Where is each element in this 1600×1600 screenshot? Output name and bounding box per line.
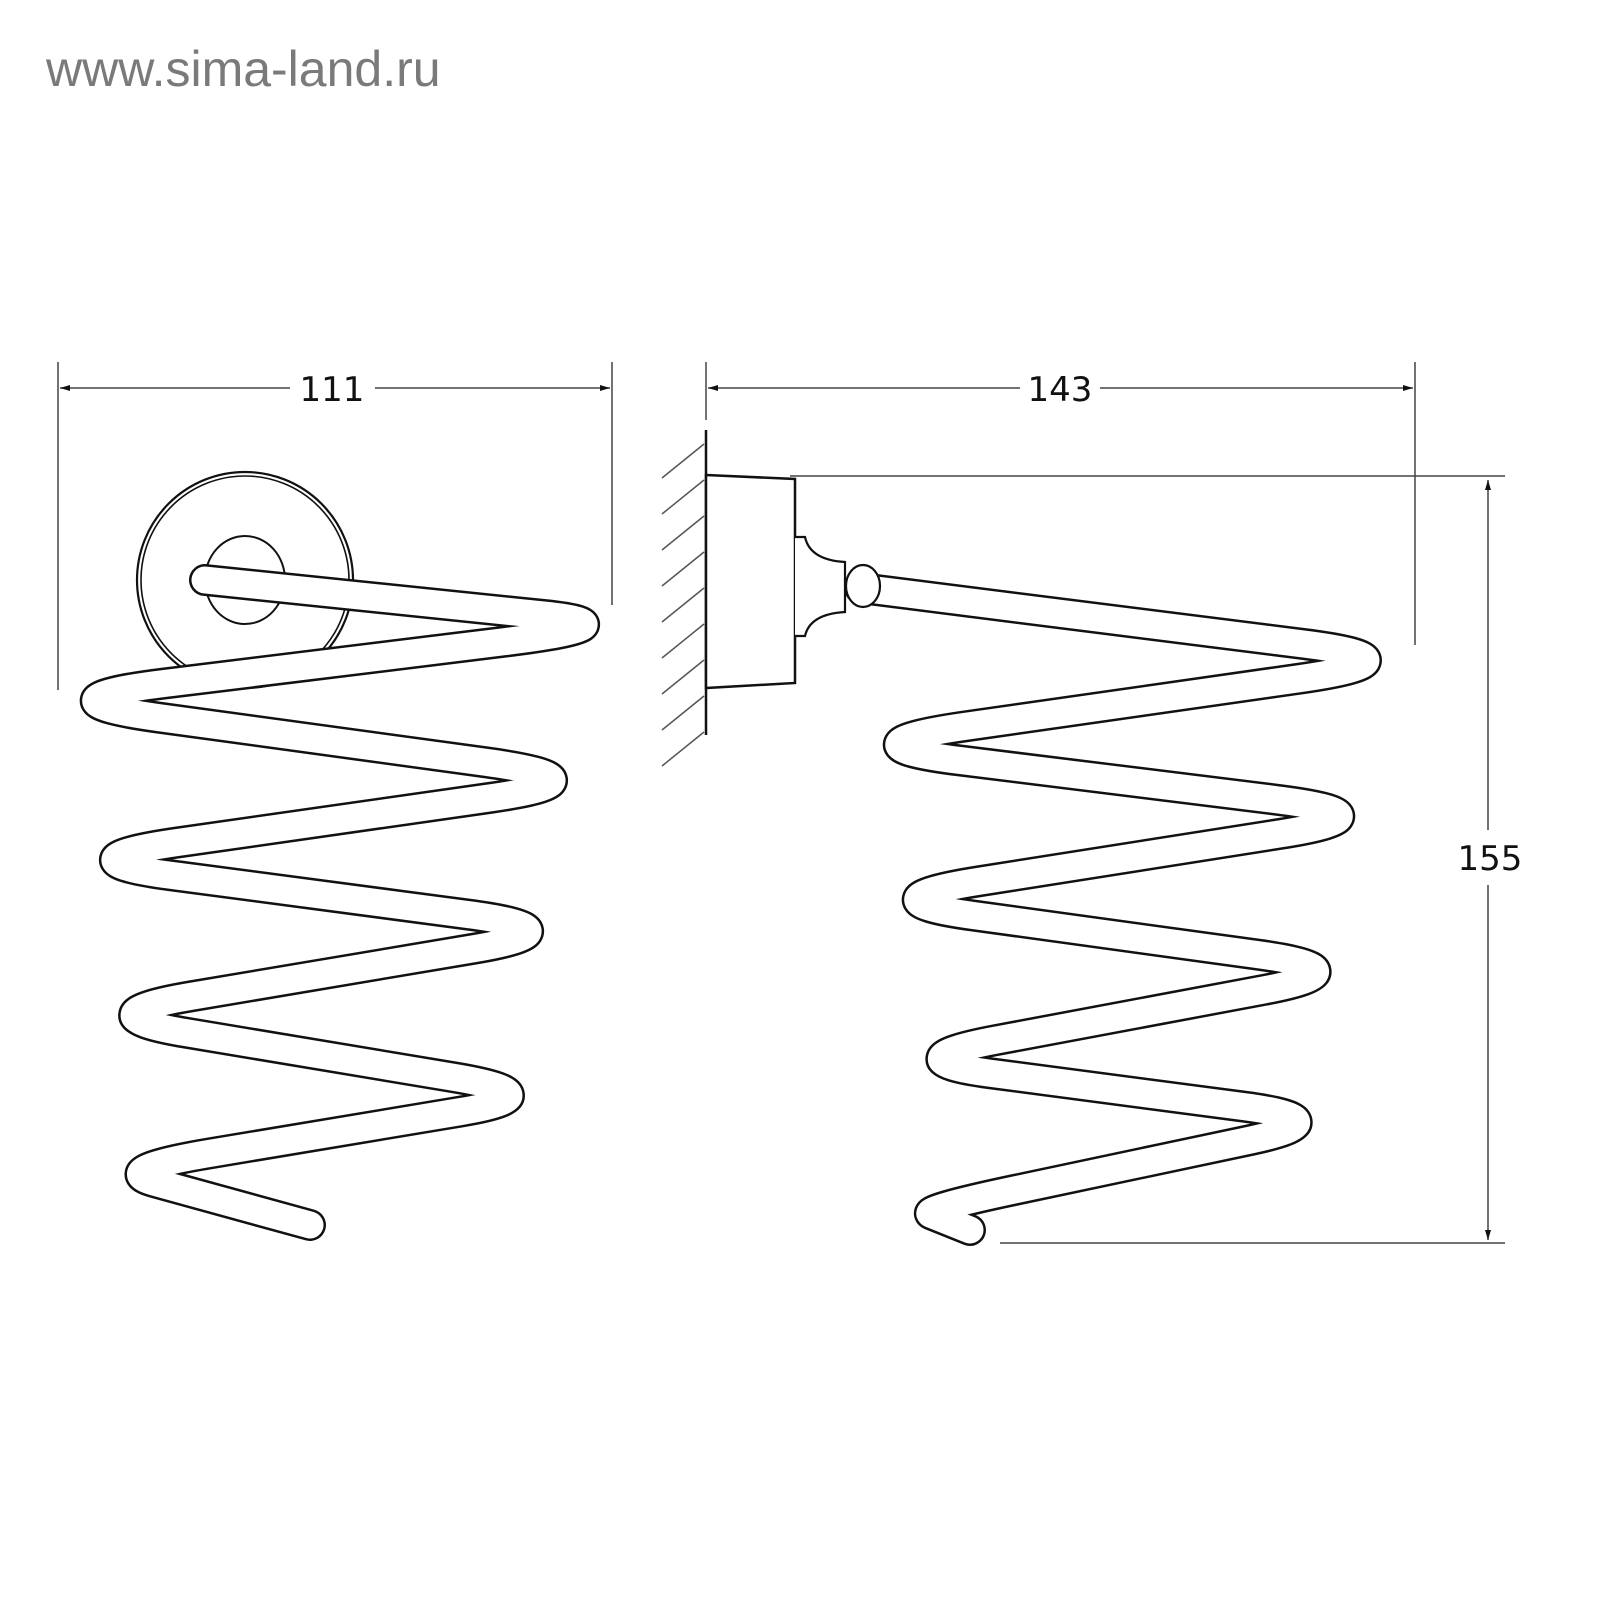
- hatch-line: [661, 731, 705, 767]
- hatch-line: [661, 515, 705, 551]
- hatch-line: [661, 695, 705, 731]
- wall-mount-base: [704, 473, 797, 690]
- coil-fill: [82, 566, 598, 1239]
- side-view: 143 155: [661, 362, 1523, 1246]
- dimension-label-height: 155: [1458, 839, 1523, 879]
- hatch-line: [661, 623, 705, 659]
- mount-joint: [844, 563, 882, 609]
- coil-fill: [846, 574, 1380, 1244]
- watermark-text: www.sima-land.ru: [46, 41, 441, 97]
- mount-neck: [795, 535, 847, 638]
- hatch-line: [661, 551, 705, 587]
- hatch-line: [661, 443, 705, 479]
- hatch-line: [661, 587, 705, 623]
- spiral-coil-front: [79, 564, 601, 1241]
- hatch-line: [661, 479, 705, 515]
- wall-hatching: [661, 443, 705, 767]
- dimension-label-depth: 143: [1028, 370, 1093, 410]
- dimension-label-width: 111: [300, 370, 365, 410]
- spiral-coil-side: [844, 572, 1382, 1246]
- front-view: 111: [57, 362, 613, 1241]
- hatch-line: [661, 659, 705, 695]
